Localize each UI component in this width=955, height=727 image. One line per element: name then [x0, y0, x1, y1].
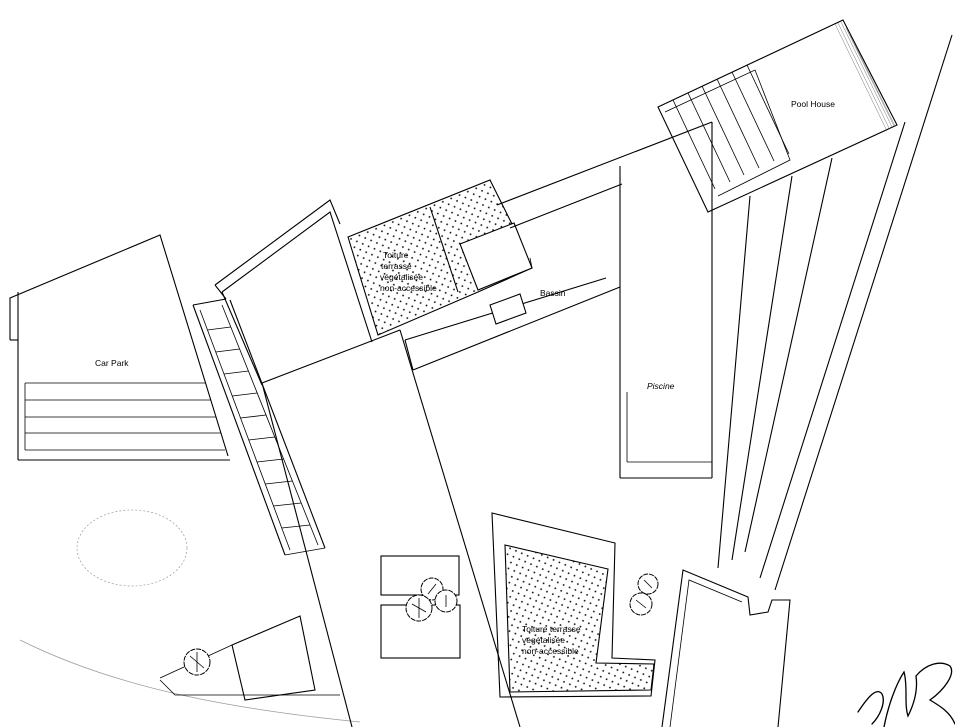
bassin-label: Bassin — [540, 288, 566, 298]
green-roof-bottom: Toiture terrasse végétalisée non-accessi… — [491, 512, 656, 698]
corridor — [496, 121, 713, 269]
roof-bottom-label-line-1: Toiture terrasse — [522, 624, 581, 634]
car-park-label: Car Park — [95, 358, 129, 368]
tree-symbol — [405, 577, 458, 622]
tree-symbol — [183, 648, 211, 676]
roof-top-label-line-4: non-accessible — [380, 283, 437, 293]
roof-bottom-label-line-3: non-accessible — [522, 646, 579, 656]
roof-bottom-label-line-2: végétalisée — [522, 635, 565, 645]
central-slab — [261, 329, 521, 727]
piscine-label: Piscine — [647, 381, 675, 391]
pool-house-label: Pool House — [791, 99, 835, 109]
upper-middle-building — [214, 199, 373, 386]
bottom-right-building — [661, 569, 791, 727]
roof-top-label-line-3: végétalisée — [380, 272, 423, 282]
lawn-ellipse — [76, 509, 188, 587]
roof-top-label-line-2: terrasse — [381, 261, 412, 271]
bassin: Bassin — [404, 277, 621, 371]
garden-fan-lines — [717, 34, 953, 591]
signature — [857, 662, 955, 727]
roof-top-label-line-1: Toiture — [383, 250, 409, 260]
car-park-building — [9, 234, 230, 461]
staircase-strip — [192, 298, 326, 556]
pool-house: Pool House — [657, 19, 898, 213]
piscine: Piscine — [619, 122, 713, 479]
tree-symbol — [629, 573, 659, 616]
planter-box-upper — [380, 555, 460, 596]
